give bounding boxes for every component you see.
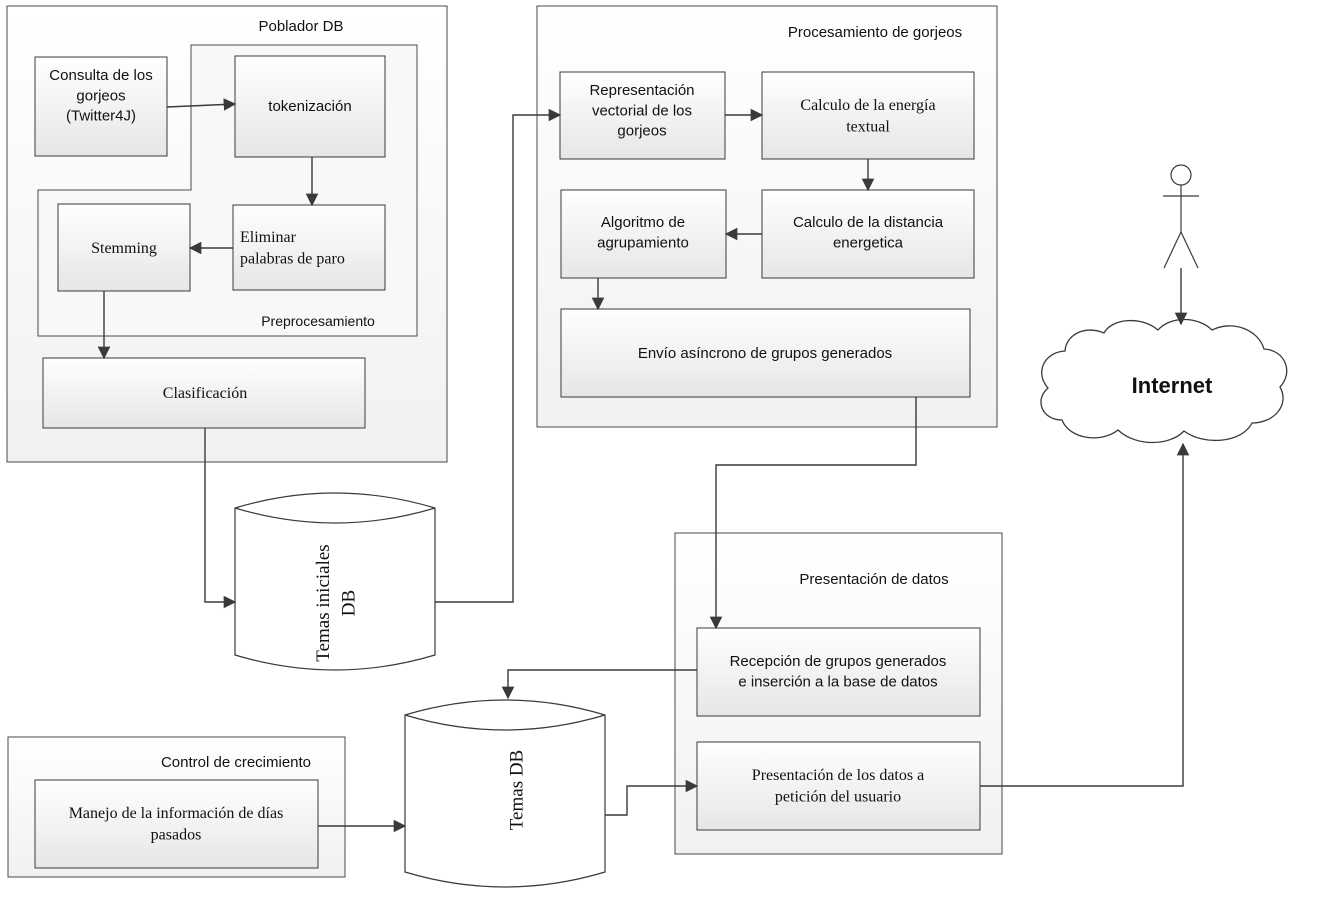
node-stemming: Stemming <box>57 203 191 292</box>
user-icon <box>1163 164 1199 269</box>
node-clasificacion-label: Clasificación <box>163 385 247 402</box>
internet-cloud-label: Internet <box>1132 373 1213 398</box>
node-clasificacion: Clasificación <box>42 357 366 429</box>
database-temas: Temas DB <box>404 699 606 888</box>
edge-temas-to-presentacion <box>605 779 699 816</box>
edge-recepcion-to-temas <box>501 669 697 700</box>
node-envio-asincrono-label: Envío asíncrono de grupos generados <box>638 345 892 362</box>
group-preprocesamiento-title: Preprocesamiento <box>261 313 375 329</box>
group-control-title: Control de crecimiento <box>161 754 311 771</box>
group-procesamiento-title: Procesamiento de gorjeos <box>788 24 962 41</box>
node-stemming-label: Stemming <box>91 240 157 257</box>
node-envio-asincrono: Envío asíncrono de grupos generados <box>560 308 971 398</box>
node-tokenizacion: tokenización <box>234 55 386 158</box>
edge-temas-iniciales-to-representacion <box>435 108 562 603</box>
database-temas-label: Temas DB <box>507 750 528 830</box>
edge-presentacion-to-internet <box>980 442 1190 787</box>
edge-consulta-to-tokenizacion <box>166 98 237 111</box>
connectors <box>97 98 1190 833</box>
group-presentacion-title: Presentación de datos <box>799 571 948 588</box>
node-tokenizacion-label: tokenización <box>268 98 351 115</box>
edge-envio-to-recepcion <box>709 397 917 630</box>
group-poblador-title: Poblador DB <box>258 18 343 35</box>
internet-cloud-icon: Internet <box>1040 318 1288 444</box>
edge-clasificacion-to-temas-iniciales <box>204 428 237 609</box>
